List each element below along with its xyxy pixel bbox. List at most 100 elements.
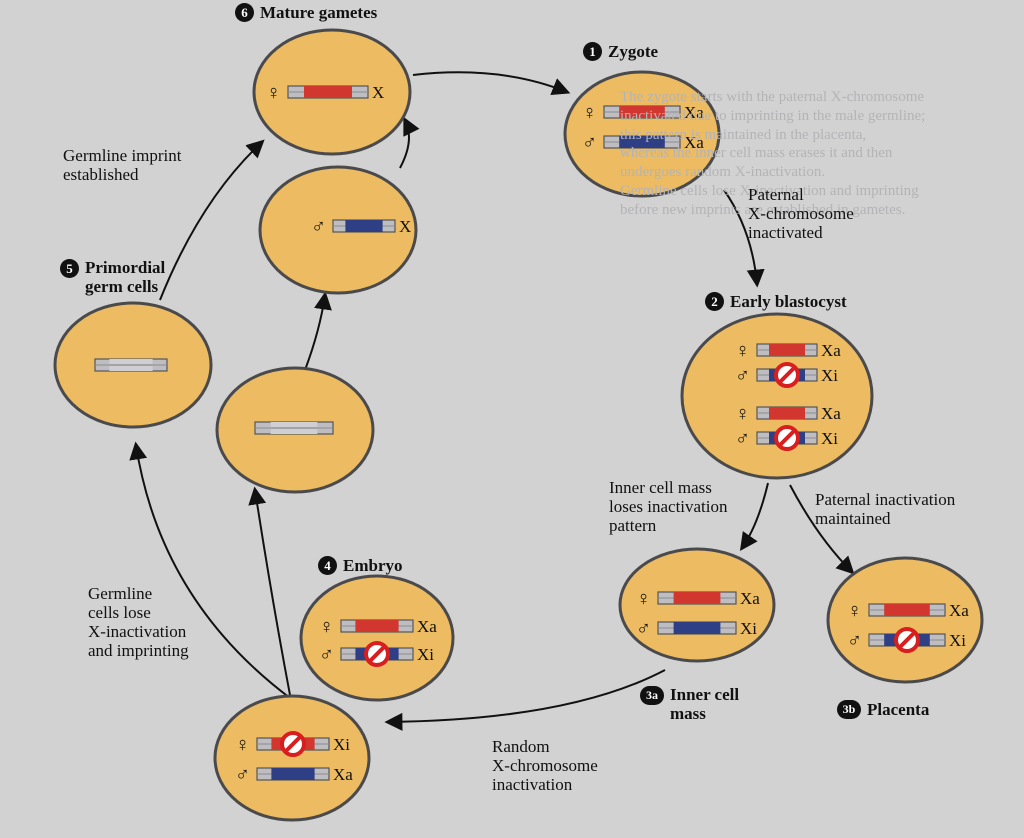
- background-text-line: before new imprints are established in g…: [620, 201, 906, 218]
- arrows: [129, 71, 855, 731]
- cell-zygote: ♀Xa♂Xa: [563, 70, 721, 198]
- cell-germline: [215, 366, 375, 494]
- female-symbol-icon: ♀: [735, 340, 750, 362]
- unmarked-x-chromosome: [94, 358, 168, 372]
- female-symbol-icon: ♀: [582, 102, 597, 124]
- inactive-symbol-slash: [778, 366, 796, 384]
- annotation-line: Germline: [88, 584, 153, 603]
- stage-title: Zygote: [608, 42, 659, 61]
- arrow-icm-to-embryo: [384, 669, 666, 731]
- inactive-symbol-slash: [778, 429, 796, 447]
- female-symbol-icon: ♀: [735, 403, 750, 425]
- male-symbol-icon: ♂: [311, 216, 326, 238]
- stage-number: 3b: [837, 700, 861, 719]
- stage-title: Embryo: [343, 556, 403, 575]
- cell-body: [299, 574, 455, 702]
- cell-placenta: ♀Xa♂Xi: [826, 556, 984, 684]
- stage-title: Mature gametes: [260, 3, 378, 22]
- arrow-male-to-female-gamete: [399, 116, 420, 169]
- female-symbol-icon: ♀: [847, 600, 862, 622]
- arrow-embryo-to-icm-like: [248, 486, 291, 696]
- stage-label-early-blastocyst: 2 Early blastocyst: [705, 292, 847, 311]
- chromosome-label: Xa: [949, 601, 969, 620]
- male-symbol-icon: ♂: [319, 644, 334, 666]
- maternal-x-chromosome: [287, 85, 369, 99]
- annotation-line: maintained: [815, 509, 891, 528]
- arrow-cell-to-male-gamete: [304, 291, 332, 371]
- stage-label-zygote: 1 Zygote: [583, 42, 658, 61]
- cell-embryo: ♀ Xa ♂ Xi: [299, 574, 455, 702]
- chromosome-label: Xi: [821, 429, 838, 448]
- annotation-line: X-chromosome: [748, 204, 854, 223]
- paternal-x-chromosome: [256, 767, 330, 781]
- annotation-line: inactivated: [748, 223, 823, 242]
- chromosome-label: Xa: [821, 404, 841, 423]
- chromosome-label: Xa: [821, 341, 841, 360]
- stage-title: Inner cell: [670, 685, 740, 704]
- chromosome-label: Xa: [684, 103, 704, 122]
- maternal-band: [769, 407, 805, 419]
- cell-body: [826, 556, 984, 684]
- maternal-band: [673, 592, 721, 604]
- maternal-x-chromosome: [256, 731, 330, 757]
- cell-mature-gamete-female: ♀X: [252, 28, 412, 156]
- arrow-blastocyst-to-placenta: [789, 484, 855, 575]
- maternal-band: [769, 344, 805, 356]
- maternal-x-chromosome: [657, 591, 737, 605]
- stage-title: Placenta: [867, 700, 930, 719]
- stage-label-placenta: 3b Placenta: [837, 700, 929, 719]
- annotation-line: Paternal inactivation: [815, 490, 956, 509]
- annotation-line: and imprinting: [88, 641, 189, 660]
- inactive-symbol-icon: [774, 362, 800, 388]
- background-text-line: Germline cells lose X-inactivation and i…: [620, 182, 919, 199]
- cell-body: [680, 312, 874, 480]
- chromosome-label: Xi: [417, 645, 434, 664]
- stage-number: 4: [318, 556, 337, 575]
- chromosome-label: Xi: [740, 619, 757, 638]
- inactive-symbol-slash: [368, 645, 386, 663]
- female-symbol-icon: ♀: [266, 82, 281, 104]
- male-symbol-icon: ♂: [582, 132, 597, 154]
- inactive-symbol-icon: [364, 641, 390, 667]
- inactive-symbol-icon: [774, 425, 800, 451]
- background-text-right: The zygote starts with the paternal X-ch…: [620, 88, 1020, 220]
- stage-label-embryo: 4 Embryo: [318, 556, 403, 575]
- paternal-x-chromosome: [756, 362, 818, 388]
- annotation-line: loses inactivation: [609, 497, 728, 516]
- chromosome-label: Xa: [740, 589, 760, 608]
- arrow-gametes-to-zygote: [412, 71, 571, 95]
- annotation-line: Paternal: [748, 185, 804, 204]
- paternal-band: [673, 622, 721, 634]
- female-symbol-icon: ♀: [319, 616, 334, 638]
- stage-number: 1: [583, 42, 602, 61]
- chromosome-label: X: [372, 83, 384, 102]
- stage-label-primordial-germ-cells: 5 Primordial germ cells: [60, 258, 165, 296]
- annotation-line: cells lose: [88, 603, 151, 622]
- arrow-blastocyst-to-icm: [739, 482, 769, 551]
- maternal-band: [304, 86, 352, 98]
- chromosome-label: Xa: [417, 617, 437, 636]
- maternal-x-chromosome: [756, 406, 818, 420]
- chromosome-label: Xi: [333, 735, 350, 754]
- maternal-x-chromosome: [603, 105, 681, 119]
- stage-title: Primordial: [85, 258, 166, 277]
- cell-early-blastocyst: ♀Xa♂Xi♀Xa♂Xi: [680, 312, 874, 480]
- paternal-band: [345, 220, 383, 232]
- arrow-zygote-to-blastocyst: [723, 189, 765, 288]
- female-symbol-icon: ♀: [636, 588, 651, 610]
- maternal-x-chromosome: [868, 603, 946, 617]
- stage-title: Early blastocyst: [730, 292, 847, 311]
- chromosome-label: Xi: [949, 631, 966, 650]
- annotation-line: X-inactivation: [88, 622, 187, 641]
- maternal-x-chromosome: [756, 343, 818, 357]
- stage-label-inner-cell-mass: 3a Inner cell mass: [640, 685, 739, 723]
- cell-embryo-random: ♀ Xi ♂ Xa: [213, 694, 371, 822]
- male-symbol-icon: ♂: [235, 764, 250, 786]
- annotation-line: established: [63, 165, 139, 184]
- annotation-line: Random: [492, 737, 550, 756]
- female-symbol-icon: ♀: [235, 734, 250, 756]
- chromosome-label: Xa: [333, 765, 353, 784]
- background-text-line: whereas the inner cell mass erases it an…: [620, 145, 893, 162]
- annotation-random-x-inactivation: Random X-chromosome inactivation: [492, 737, 598, 794]
